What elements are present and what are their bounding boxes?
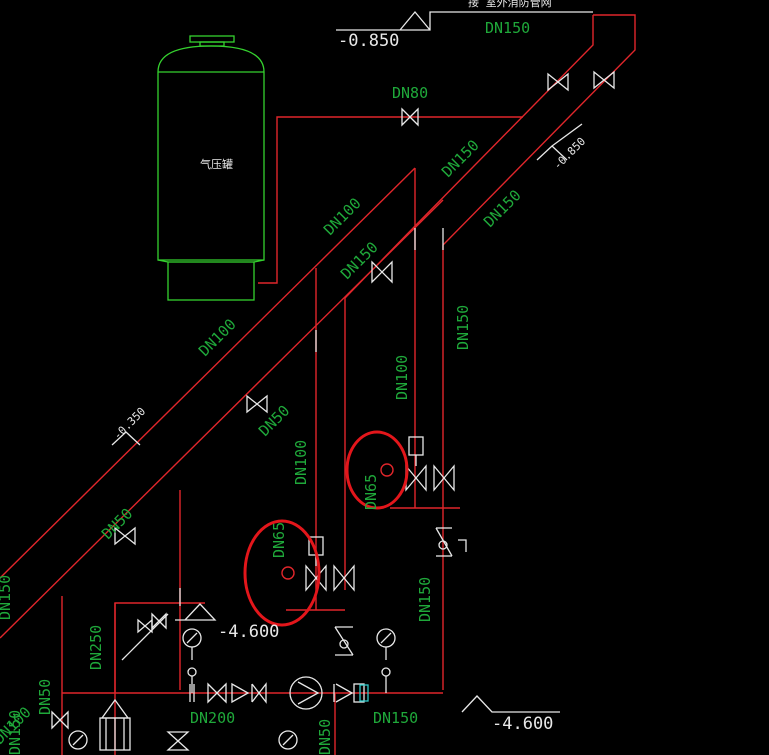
gate-valve-icon bbox=[593, 70, 615, 90]
gate-valve-icon bbox=[246, 394, 268, 414]
pipe-label: DN100 bbox=[195, 315, 240, 360]
pipe-label: DN150 bbox=[337, 238, 382, 283]
check-valve-icon bbox=[231, 682, 267, 704]
pressure-gauge-icon bbox=[278, 730, 298, 750]
pipe-label: DN150 bbox=[454, 305, 472, 350]
dn150-diagonal-pipe bbox=[0, 199, 444, 639]
gate-valve-icon bbox=[433, 464, 455, 492]
gate-valve-icon bbox=[51, 710, 69, 730]
pipe-size-labels: DN150 DN80 DN150 DN150 DN100 DN150 DN150… bbox=[0, 19, 530, 755]
pipe-label: DN100 bbox=[292, 440, 310, 485]
pipe-label: DN200 bbox=[190, 709, 235, 727]
pipe-label: DN65 bbox=[270, 522, 288, 558]
pipe-label: DN50 bbox=[36, 679, 54, 715]
elevation-label: -4.600 bbox=[492, 714, 553, 734]
pressure-gauge-icon bbox=[376, 628, 396, 660]
solenoid-box-icon bbox=[408, 436, 424, 456]
pipe-label: DN150 bbox=[373, 709, 418, 727]
riser-markers bbox=[179, 228, 444, 606]
pipe-label: DN150 bbox=[438, 136, 483, 181]
pipe-label: DN150 bbox=[416, 577, 434, 622]
check-valve-icon bbox=[334, 626, 354, 656]
gate-valve-icon bbox=[333, 564, 355, 592]
pipe-label: DN100 bbox=[393, 355, 411, 400]
highlight-ellipse bbox=[345, 430, 409, 510]
check-valve-icon bbox=[333, 683, 365, 703]
pump-icon bbox=[289, 676, 323, 710]
gate-valve-icon bbox=[547, 72, 569, 92]
pipe-label: DN80 bbox=[392, 84, 428, 102]
gate-valve-icon bbox=[405, 464, 427, 492]
flow-meter-icon bbox=[359, 684, 369, 702]
pipe-label: DN100 bbox=[320, 194, 365, 239]
dn100-diagonal-pipe bbox=[0, 167, 416, 579]
pipe-label: DN65 bbox=[362, 474, 380, 510]
pipe-label: DN150 bbox=[0, 575, 14, 620]
pipe-label: DN50 bbox=[98, 505, 136, 543]
check-valve-icon bbox=[435, 527, 453, 557]
foot-valve-icon bbox=[99, 698, 131, 751]
main-pipe-lower bbox=[344, 15, 594, 590]
valves bbox=[51, 70, 615, 751]
elevation-label: -4.600 bbox=[218, 622, 279, 642]
pressure-tank bbox=[157, 35, 265, 301]
gate-valve-icon bbox=[401, 107, 419, 127]
gate-valve-icon bbox=[137, 618, 153, 634]
elevation-markers bbox=[111, 10, 593, 713]
highlight-ellipse bbox=[243, 519, 321, 627]
pipe-label: DN150 bbox=[480, 186, 525, 231]
pressure-gauge-icon bbox=[182, 628, 202, 660]
tank-label: 气压罐 bbox=[200, 157, 233, 171]
pressure-gauge-icon bbox=[68, 730, 88, 750]
elevation-labels: -0.850 -0.850 -0.350 -4.600 -4.600 bbox=[111, 31, 588, 734]
elevation-label: -0.850 bbox=[551, 135, 588, 172]
pipe-label: DN150 bbox=[6, 710, 24, 755]
pipe-label: DN250 bbox=[87, 625, 105, 670]
pipe-label: DN50 bbox=[316, 719, 334, 755]
gate-valve-icon bbox=[371, 260, 393, 284]
gate-valve-icon bbox=[207, 682, 227, 704]
gate-valve-icon bbox=[166, 731, 190, 751]
top-note: 接 室外消防管网 bbox=[468, 0, 552, 9]
elevation-label: -0.850 bbox=[338, 31, 399, 51]
pipe-label: DN150 bbox=[485, 19, 530, 37]
pipe-network bbox=[0, 14, 636, 755]
main-pipe-upper bbox=[442, 14, 636, 690]
dn80-branch-pipe bbox=[258, 116, 523, 284]
gate-valve-icon bbox=[151, 612, 167, 630]
gate-valve-icon bbox=[114, 526, 136, 546]
